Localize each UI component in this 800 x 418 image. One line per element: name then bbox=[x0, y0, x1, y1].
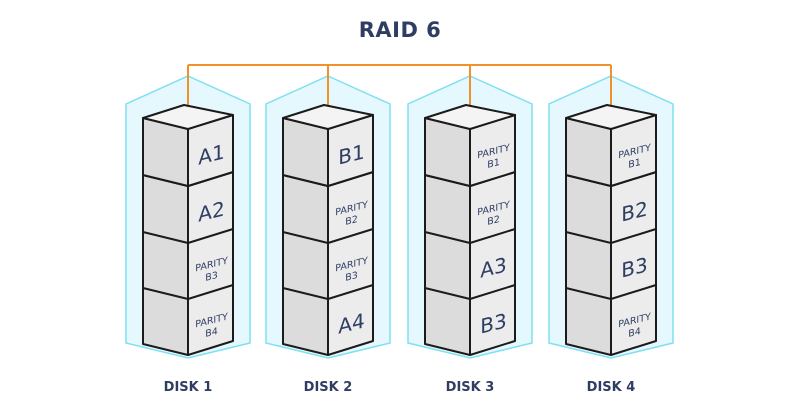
block-parity-sub: B1 bbox=[487, 157, 500, 171]
block-parity-sub: B3 bbox=[345, 270, 358, 284]
block-parity-sub: B4 bbox=[628, 326, 641, 340]
disk-2-name: DISK 2 bbox=[304, 380, 353, 395]
block-parity-sub: B2 bbox=[487, 214, 500, 228]
cube-top-face bbox=[282, 104, 374, 130]
cube-top-face bbox=[565, 104, 657, 130]
block-parity-sub: B2 bbox=[345, 214, 358, 228]
disk-3-name: DISK 3 bbox=[446, 380, 495, 395]
disk-1-name: DISK 1 bbox=[164, 380, 213, 395]
cube-top-face bbox=[424, 104, 516, 130]
disk-1-block-1: A1 bbox=[142, 104, 234, 187]
block-parity-sub: B3 bbox=[205, 270, 218, 284]
diagram-title: RAID 6 bbox=[358, 18, 442, 42]
cube-top-face bbox=[142, 104, 234, 130]
disk-4-name: DISK 4 bbox=[587, 380, 636, 395]
block-parity-sub: B4 bbox=[205, 326, 218, 340]
disk-2-block-1: B1 bbox=[282, 104, 374, 187]
block-parity-sub: B1 bbox=[628, 157, 641, 171]
